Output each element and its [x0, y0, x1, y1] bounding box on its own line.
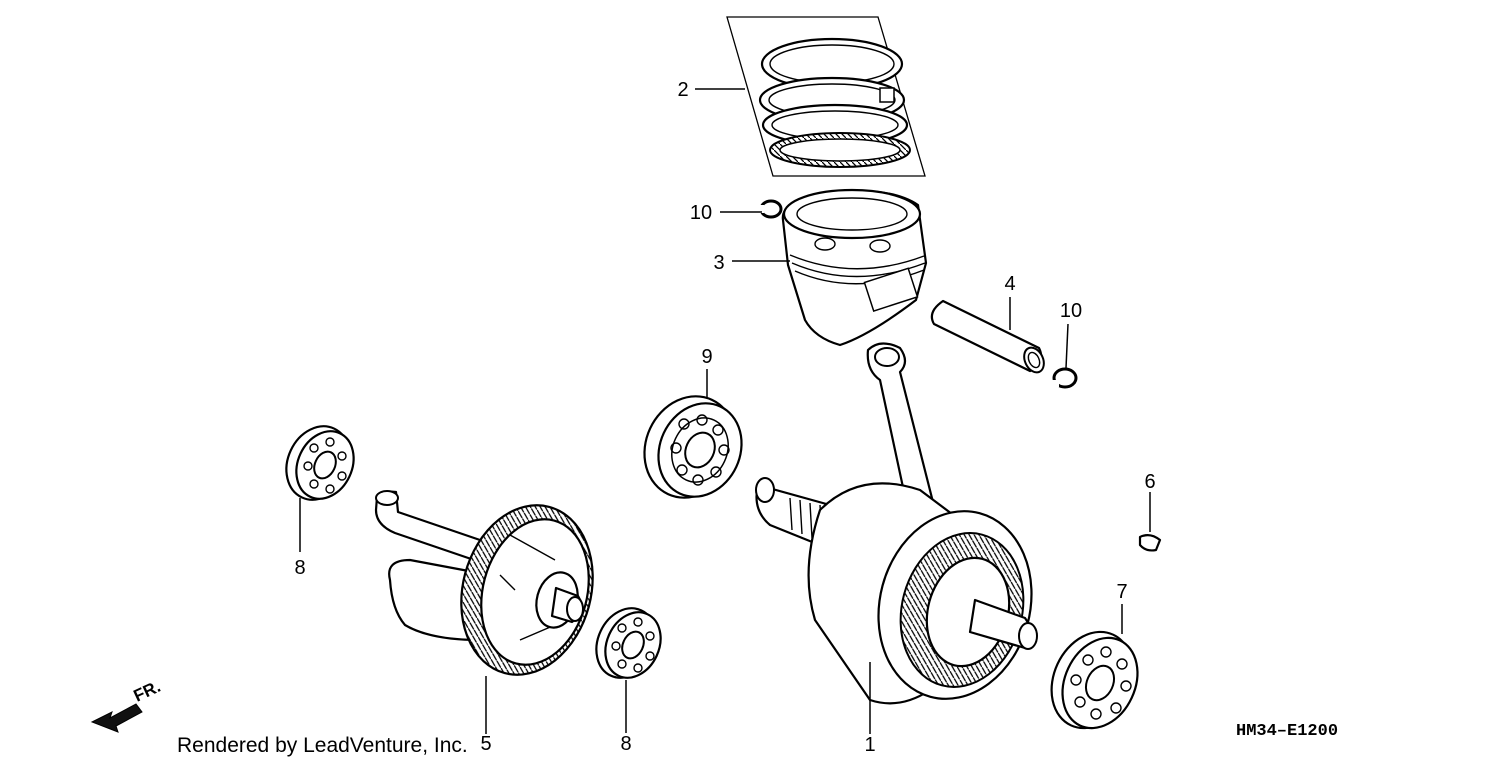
callout-labels: 2 10 3 4 10 9 8 5 8 1 6 7 [294, 79, 1155, 756]
front-direction-arrow: FR. [90, 677, 164, 733]
callout-10-right: 10 [1060, 300, 1082, 322]
piston[interactable] [781, 188, 928, 347]
leader-lines [299, 88, 1151, 734]
piston-ring-set[interactable] [726, 16, 926, 177]
callout-6: 6 [1144, 471, 1155, 493]
callout-8-left: 8 [294, 557, 305, 579]
bearing-7[interactable] [1036, 619, 1151, 742]
callout-3: 3 [713, 252, 724, 274]
callout-5: 5 [480, 733, 491, 755]
balancer-shaft[interactable] [374, 490, 611, 689]
callout-2: 2 [677, 79, 688, 101]
diagram-code: HM34–E1200 [1236, 722, 1338, 741]
woodruff-key[interactable] [1138, 533, 1162, 552]
bearing-8-lower[interactable] [585, 599, 671, 688]
callout-1: 1 [864, 734, 875, 756]
fr-label: FR. [131, 677, 164, 706]
callout-4: 4 [1004, 273, 1015, 295]
render-credit: Rendered by LeadVenture, Inc. [177, 734, 468, 757]
crankshaft-assembly[interactable] [755, 342, 1052, 716]
callout-10-upper: 10 [690, 202, 712, 224]
bearing-9[interactable] [628, 381, 756, 512]
piston-pin[interactable] [930, 299, 1048, 376]
piston-pin-clip-right[interactable] [1052, 367, 1078, 389]
callout-8-lower: 8 [620, 733, 631, 755]
callout-7: 7 [1116, 581, 1127, 603]
piston-pin-clip-upper[interactable] [758, 199, 783, 219]
bearing-8-left[interactable] [275, 416, 365, 510]
callout-9: 9 [701, 346, 712, 368]
